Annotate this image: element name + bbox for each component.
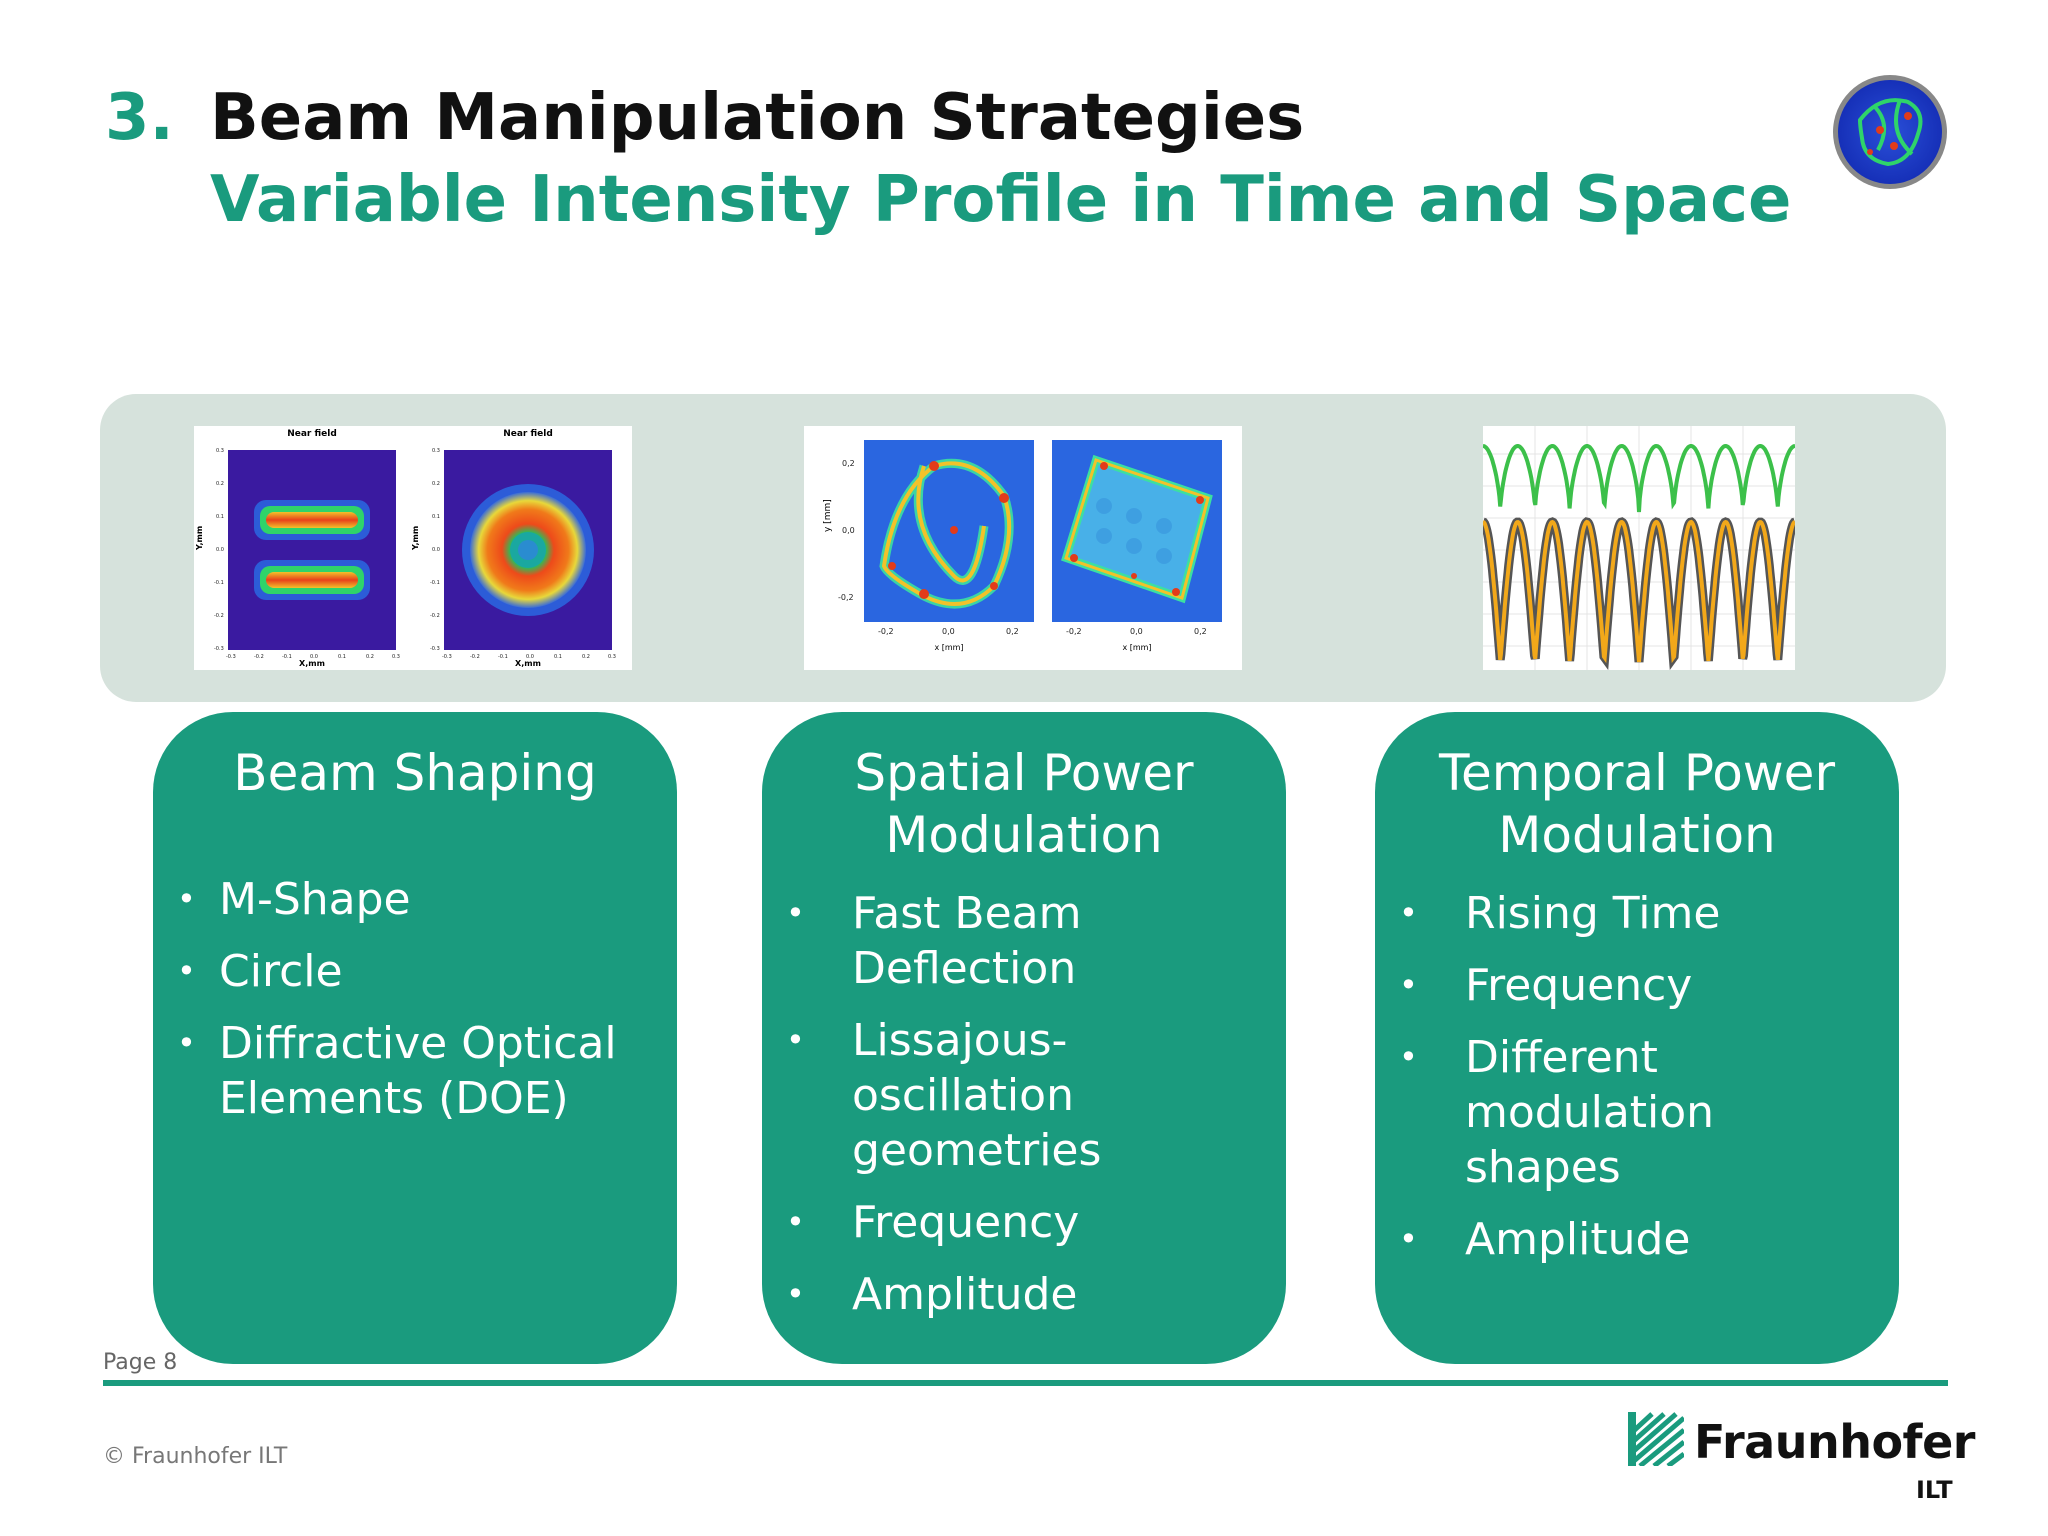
page-title: Beam Manipulation Strategies bbox=[210, 81, 1305, 155]
tick-x: -0.2 bbox=[470, 654, 480, 660]
tick-y: 0.3 bbox=[432, 448, 440, 454]
tick-x: 0,0 bbox=[1130, 627, 1143, 636]
y-axis-label-left: Y,mm bbox=[195, 526, 204, 551]
tick-y: 0.0 bbox=[432, 547, 440, 553]
tick-y: -0.3 bbox=[214, 646, 224, 652]
tick-x: 0.2 bbox=[582, 654, 590, 660]
list-item-text: Frequency bbox=[1465, 960, 1693, 1011]
list-item: •Diffractive Optical Elements (DOE) bbox=[177, 1018, 617, 1124]
page-subtitle: Variable Intensity Profile in Time and S… bbox=[210, 163, 1792, 237]
card-bullet-list: •Rising Time •Frequency •Different modul… bbox=[1375, 886, 1899, 1267]
list-item: •M-Shape bbox=[177, 874, 411, 925]
card-title-line: Modulation bbox=[1498, 806, 1776, 864]
card-title: Beam Shaping bbox=[153, 742, 677, 804]
list-item-text: Frequency bbox=[852, 1197, 1080, 1248]
list-item-text: Different modulation shapes bbox=[1465, 1032, 1715, 1193]
fraunhofer-logo-text: Fraunhofer bbox=[1694, 1415, 1975, 1469]
section-number: 3. bbox=[105, 81, 174, 155]
tick-x: -0.3 bbox=[442, 654, 452, 660]
tick-x: -0.3 bbox=[226, 654, 236, 660]
list-item-text: Lissajous-oscillation geometries bbox=[852, 1015, 1102, 1176]
tick-y: 0.1 bbox=[216, 514, 224, 520]
tick-y: -0.3 bbox=[430, 646, 440, 652]
card-title: Spatial Power Modulation bbox=[762, 742, 1286, 866]
temporal-modulation-figure bbox=[1483, 426, 1795, 670]
list-item: •Frequency bbox=[1399, 960, 1693, 1011]
fraunhofer-logo-icon bbox=[1626, 1412, 1686, 1468]
tick-y: 0,2 bbox=[842, 459, 855, 468]
list-item-text: Circle bbox=[219, 946, 343, 997]
list-item: •Amplitude bbox=[786, 1269, 1078, 1320]
tick-x: -0.1 bbox=[282, 654, 292, 660]
list-item: •Fast Beam Deflection bbox=[786, 888, 1082, 994]
card-title-line: Temporal Power bbox=[1439, 744, 1835, 802]
beam-shaping-card: Beam Shaping •M-Shape •Circle •Diffracti… bbox=[153, 712, 677, 1364]
spatial-power-modulation-card: Spatial Power Modulation •Fast Beam Defl… bbox=[762, 712, 1286, 1364]
list-item: •Different modulation shapes bbox=[1399, 1032, 1715, 1193]
tick-y: 0.0 bbox=[216, 547, 224, 553]
card-title-line: Beam Shaping bbox=[233, 744, 597, 802]
card-bullet-list: •Fast Beam Deflection •Lissajous-oscilla… bbox=[762, 886, 1286, 1322]
list-item-text: Rising Time bbox=[1465, 888, 1721, 939]
tick-y: -0.2 bbox=[430, 613, 440, 619]
tick-x: -0.2 bbox=[254, 654, 264, 660]
tick-x: 0.0 bbox=[526, 654, 534, 660]
tick-x: 0.3 bbox=[392, 654, 400, 660]
list-item: •Circle bbox=[177, 946, 343, 997]
list-item-text: Fast Beam Deflection bbox=[852, 888, 1082, 994]
tick-x: -0,2 bbox=[1066, 627, 1082, 636]
footer-rule bbox=[103, 1380, 1948, 1386]
list-item-text: Amplitude bbox=[852, 1269, 1078, 1320]
list-item: •Rising Time bbox=[1399, 888, 1721, 939]
y-axis-label-right: Y,mm bbox=[411, 526, 420, 551]
tick-y: -0.1 bbox=[214, 580, 224, 586]
tick-y: 0.2 bbox=[216, 481, 224, 487]
tick-x: 0.1 bbox=[554, 654, 562, 660]
tick-x: 0.3 bbox=[608, 654, 616, 660]
x-axis-label-right: x [mm] bbox=[1122, 643, 1151, 652]
logo-subtext: ILT bbox=[1916, 1476, 1953, 1504]
near-field-title-left: Near field bbox=[287, 429, 337, 439]
x-axis-label-left: X,mm bbox=[299, 659, 325, 668]
card-title: Temporal Power Modulation bbox=[1375, 742, 1899, 866]
beam-pattern-emblem bbox=[1830, 72, 1950, 192]
card-title-line: Modulation bbox=[885, 806, 1163, 864]
tick-x: 0.1 bbox=[338, 654, 346, 660]
tick-x: -0,2 bbox=[878, 627, 894, 636]
card-bullet-list: •M-Shape •Circle •Diffractive Optical El… bbox=[153, 872, 677, 1126]
tick-x: -0.1 bbox=[498, 654, 508, 660]
tick-x: 0,2 bbox=[1006, 627, 1019, 636]
spatial-modulation-figure: y [mm] 0,2 0,0 -0,2 -0,2 bbox=[804, 426, 1242, 670]
list-item: •Frequency bbox=[786, 1197, 1080, 1248]
card-title-line: Spatial Power bbox=[854, 744, 1194, 802]
tick-x: 0.0 bbox=[310, 654, 318, 660]
orange-modulation-wave bbox=[1483, 519, 1795, 664]
temporal-power-modulation-card: Temporal Power Modulation •Rising Time •… bbox=[1375, 712, 1899, 1364]
tick-x: 0,0 bbox=[942, 627, 955, 636]
tick-y: -0,2 bbox=[838, 593, 854, 602]
tick-y: 0.3 bbox=[216, 448, 224, 454]
list-item-text: Amplitude bbox=[1465, 1214, 1691, 1265]
tick-x: 0,2 bbox=[1194, 627, 1207, 636]
list-item-text: M-Shape bbox=[219, 874, 411, 925]
tick-x: 0.2 bbox=[366, 654, 374, 660]
x-axis-label-left: x [mm] bbox=[934, 643, 963, 652]
list-item-text: Diffractive Optical Elements (DOE) bbox=[219, 1018, 617, 1124]
near-field-title-right: Near field bbox=[503, 429, 553, 439]
x-axis-label-right: X,mm bbox=[515, 659, 541, 668]
list-item: •Amplitude bbox=[1399, 1214, 1691, 1265]
list-item: •Lissajous-oscillation geometries bbox=[786, 1015, 1102, 1176]
copyright-text: © Fraunhofer ILT bbox=[103, 1444, 288, 1469]
beam-shaping-figure: Near field Near field Y,mm X,mm Y,mm X,m… bbox=[194, 426, 632, 670]
y-axis-label: y [mm] bbox=[823, 499, 833, 532]
tick-y: 0.1 bbox=[432, 514, 440, 520]
tick-y: 0.2 bbox=[432, 481, 440, 487]
tick-y: 0,0 bbox=[842, 526, 855, 535]
green-modulation-wave bbox=[1483, 443, 1795, 513]
tick-y: -0.2 bbox=[214, 613, 224, 619]
page-number: Page 8 bbox=[103, 1350, 178, 1375]
tick-y: -0.1 bbox=[430, 580, 440, 586]
